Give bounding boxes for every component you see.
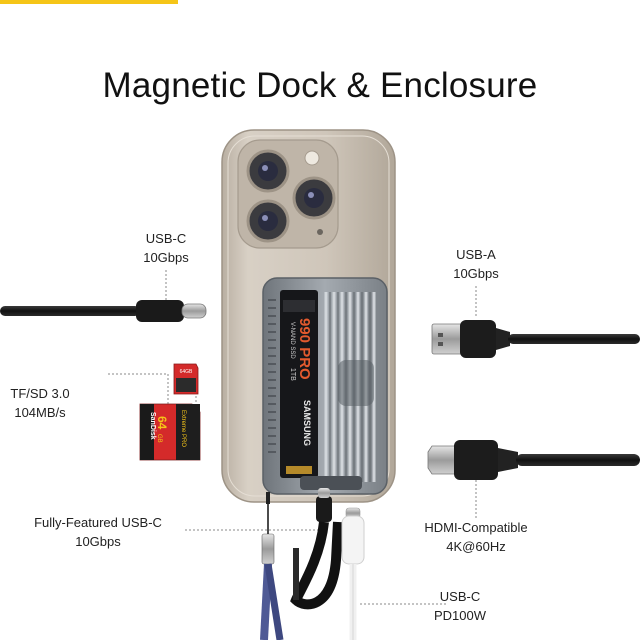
camera-lens-icon	[246, 199, 290, 243]
page-title: Magnetic Dock & Enclosure	[102, 66, 538, 105]
usbc-top-label: USB-C 10Gbps	[126, 229, 206, 267]
usbc-top-spec: 10Gbps	[143, 250, 189, 265]
tf-card-capacity: 64GB	[180, 369, 193, 375]
hdmi-label: HDMI-Compatible 4K@60Hz	[416, 518, 536, 556]
card-reader-label: TF/SD 3.0 104MB/s	[0, 384, 80, 422]
camera-lens-icon	[292, 176, 336, 220]
hdmi-cable-icon	[427, 440, 640, 480]
usb-c-cable-icon	[260, 492, 284, 640]
ssd-icon: 990 PRO V-NAND SSD 1TB SAMSUNG	[280, 290, 318, 478]
dock-enclosure: 990 PRO V-NAND SSD 1TB SAMSUNG	[262, 277, 388, 495]
card-reader-spec: 104MB/s	[14, 405, 66, 420]
flash-icon	[304, 150, 320, 166]
card-reader-name: TF/SD 3.0	[10, 386, 70, 401]
ssd-model: 990 PRO	[296, 318, 313, 380]
usbc-full-label: Fully-Featured USB-C 10Gbps	[18, 513, 178, 551]
sd-card-brand: SanDisk	[149, 412, 156, 440]
usb-a-cable-icon	[431, 320, 640, 358]
vent-icon	[338, 360, 374, 406]
usbc-pd-label: USB-C PD100W	[420, 587, 500, 625]
hdmi-name: HDMI-Compatible	[424, 520, 528, 535]
hdmi-spec: 4K@60Hz	[446, 539, 506, 554]
sd-card-icon: SanDisk 64 GB Extreme PRO	[139, 403, 201, 461]
usb-c-cable-icon	[0, 300, 207, 322]
camera-lens-icon	[246, 149, 290, 193]
usb-c-cable-icon	[290, 488, 343, 610]
sd-card-capacity: 64	[155, 416, 169, 430]
ssd-capacity: 1TB	[289, 368, 296, 381]
usba-spec: 10Gbps	[453, 266, 499, 281]
lidar-icon	[317, 229, 323, 235]
usbc-full-name: Fully-Featured USB-C	[34, 515, 162, 530]
usbc-full-spec: 10Gbps	[75, 534, 121, 549]
usb-c-cable-icon	[341, 507, 365, 640]
tf-card-icon: 64GB	[173, 363, 199, 395]
usbc-top-name: USB-C	[145, 231, 187, 246]
top-accent-bar	[0, 0, 178, 4]
usba-label: USB-A 10Gbps	[436, 245, 516, 283]
sd-card-unit: GB	[156, 434, 162, 443]
ssd-type: V-NAND SSD	[289, 322, 295, 359]
ssd-brand: SAMSUNG	[302, 400, 312, 446]
usbc-pd-spec: PD100W	[433, 608, 487, 623]
usbc-pd-name: USB-C	[439, 589, 481, 604]
usba-name: USB-A	[456, 247, 496, 262]
sd-card-line: Extreme PRO	[180, 410, 186, 447]
